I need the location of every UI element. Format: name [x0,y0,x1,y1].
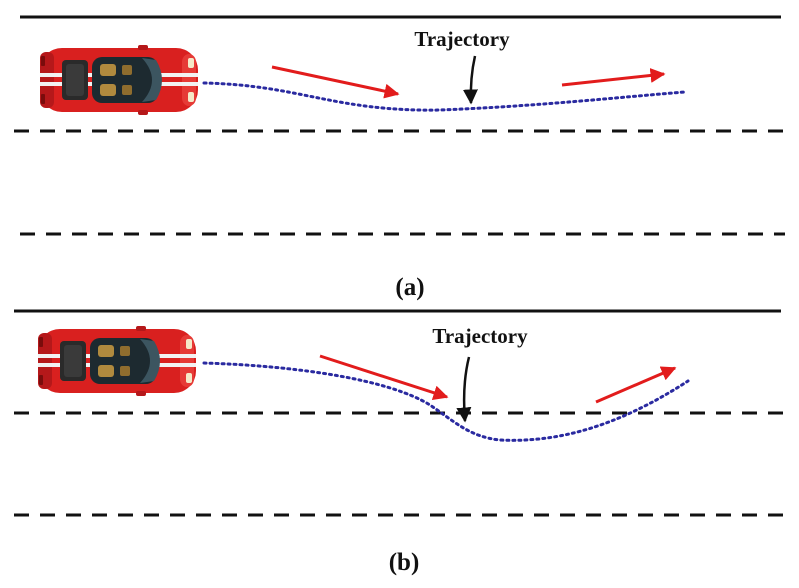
vehicle-icon [40,45,198,115]
panel-b: Trajectory (b) [14,309,784,576]
direction-arrow-icon [319,354,449,400]
panel-a: Trajectory (a) [14,15,785,301]
trajectory-path [202,81,687,112]
panel-label: (a) [395,274,424,301]
direction-arrow-icon [595,366,677,404]
direction-arrow-icon [561,67,666,87]
pointer-arrow-icon [462,55,478,105]
panel-label: (b) [389,549,420,576]
trajectory-path [202,361,690,442]
direction-arrow-icon [271,65,400,99]
vehicle-icon [38,326,196,396]
trajectory-label: Trajectory [432,324,528,348]
trajectory-label: Trajectory [414,27,510,51]
pointer-arrow-icon [456,356,472,423]
